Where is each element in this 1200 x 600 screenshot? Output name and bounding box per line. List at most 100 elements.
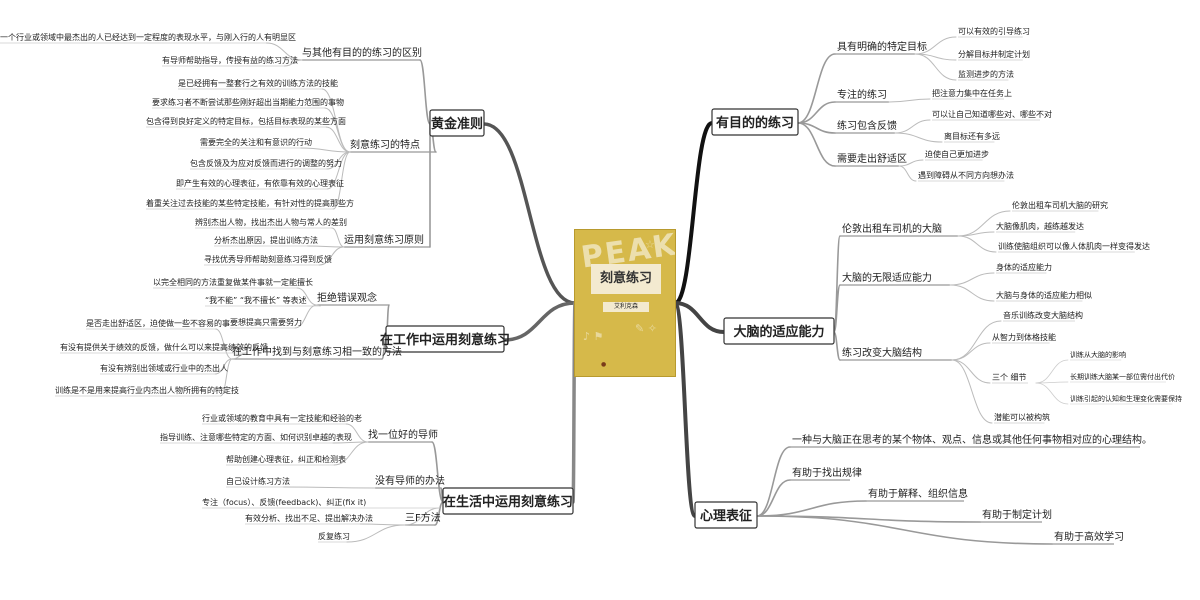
cover-title: 刻意练习 bbox=[591, 264, 661, 294]
topic-label[interactable]: 专注的练习 bbox=[837, 88, 887, 101]
detail-label[interactable]: 音乐训练改变大脑结构 bbox=[1003, 310, 1083, 320]
detail-label[interactable]: 可以让自己知道哪些对、哪些不对 bbox=[932, 109, 1052, 119]
detail-label[interactable]: 训练是不是用来提高行业内杰出人物所拥有的特定技 bbox=[55, 385, 239, 395]
topic-label[interactable]: 有助于高效学习 bbox=[1054, 530, 1124, 543]
topic-label[interactable]: 需要走出舒适区 bbox=[837, 152, 907, 165]
connector-line bbox=[673, 121, 714, 305]
detail-label[interactable]: 大脑像肌肉，越练越发达 bbox=[996, 221, 1084, 231]
branch-b1-label[interactable]: 有目的的练习 bbox=[716, 115, 794, 131]
detail-label[interactable]: 潜能可以被构筑 bbox=[994, 412, 1050, 422]
branch-b5-label[interactable]: 在工作中运用刻意练习 bbox=[380, 332, 510, 348]
branch-box[interactable] bbox=[711, 108, 799, 136]
connector-line bbox=[951, 359, 993, 424]
connector-line bbox=[307, 245, 345, 248]
detail-label[interactable]: 迫使自己更加进步 bbox=[925, 149, 989, 159]
detail-label[interactable]: 辨别杰出人物，找出杰出人物与常人的差别 bbox=[195, 217, 347, 227]
topic-label[interactable]: 找一位好的导师 bbox=[368, 428, 438, 441]
detail-label[interactable]: 包含得到良好定义的特定目标，包括目标表现的某些方面 bbox=[146, 116, 346, 126]
detail-label[interactable]: 要想提高只需要努力 bbox=[230, 317, 302, 327]
topic-label[interactable]: 一种与大脑正在思考的某个物体、观点、信息或其他任何事物相对应的心理结构。 bbox=[792, 433, 1152, 446]
detail-label[interactable]: 把注意力集中在任务上 bbox=[932, 88, 1012, 98]
detail-label[interactable]: 分解目标并制定计划 bbox=[958, 49, 1030, 59]
connector-line bbox=[894, 119, 931, 134]
branch-box[interactable] bbox=[429, 109, 485, 137]
connector-line bbox=[300, 147, 351, 153]
connector-line bbox=[332, 151, 351, 210]
branch-b2-label[interactable]: 大脑的适应能力 bbox=[733, 324, 824, 340]
detail-label[interactable]: 训练使脑组织可以像人体肌肉一样变得发达 bbox=[998, 241, 1150, 251]
connector-line bbox=[797, 53, 836, 124]
detail-label[interactable]: 包含反馈及为应对反馈而进行的调整的努力 bbox=[190, 158, 342, 168]
connector-line bbox=[502, 301, 577, 342]
topic-label[interactable]: 有助于制定计划 bbox=[982, 508, 1052, 521]
connector-line bbox=[325, 126, 351, 153]
detail-label[interactable]: 三个 细节 bbox=[992, 372, 1027, 382]
connector-line bbox=[756, 479, 791, 517]
detail-sublabel[interactable]: 长期训练大脑某一部位需付出代价 bbox=[1070, 372, 1175, 381]
detail-label[interactable]: 有没有提供关于绩效的反馈，做什么可以来提高绩效的反馈 bbox=[60, 342, 268, 352]
detail-sublabel[interactable]: 训练引起的认知和生理变化需要保持 bbox=[1070, 394, 1182, 403]
book-cover: PEAK ✎ ✧ ♪ ⚑ ☆ 刻意练习 艾利克森 ● bbox=[574, 229, 676, 377]
branch-box[interactable] bbox=[694, 501, 758, 529]
detail-label[interactable]: 遇到障碍从不同方向想办法 bbox=[918, 170, 1014, 180]
connector-line bbox=[324, 107, 351, 153]
topic-label[interactable]: 刻意练习的特点 bbox=[350, 138, 420, 151]
cover-doodle-icon: ☆ bbox=[645, 238, 655, 251]
detail-label[interactable]: 行业或领域的教育中具有一定技能和经验的老 bbox=[202, 413, 362, 423]
topic-label[interactable]: 在工作中找到与刻意练习相一致的方法 bbox=[232, 345, 402, 358]
topic-label[interactable]: 运用刻意练习原则 bbox=[344, 233, 424, 246]
detail-label[interactable]: 着重关注过去技能的某些特定技能，有针对性的提高那些方 bbox=[146, 198, 354, 208]
detail-label[interactable]: 有导师帮助指导，传授有益的练习方法 bbox=[162, 55, 298, 65]
detail-label[interactable]: 指导训练、注意哪些特定的方面、如何识别卓越的表现 bbox=[160, 432, 352, 442]
detail-label[interactable]: 寻找优秀导师帮助刻意练习得到反馈 bbox=[204, 254, 332, 264]
detail-label[interactable]: 以完全相同的方法重复做某件事就一定能擅长 bbox=[153, 277, 313, 287]
branch-b3-label[interactable]: 心理表征 bbox=[700, 508, 752, 524]
detail-label[interactable]: 自己设计练习方法 bbox=[226, 476, 290, 486]
topic-label[interactable]: 没有导师的办法 bbox=[375, 474, 445, 487]
connector-line bbox=[345, 423, 369, 443]
branch-b4-label[interactable]: 黄金准则 bbox=[431, 116, 483, 132]
detail-label[interactable]: 有效分析、找出不足、提出解决办法 bbox=[245, 513, 373, 523]
detail-label[interactable]: 一个行业或领域中最杰出的人已经达到一定程度的表现水平，与刚入行的人有明显区 bbox=[0, 32, 296, 42]
branch-b6-label[interactable]: 在生活中运用刻意练习 bbox=[443, 494, 573, 510]
detail-label[interactable]: 从智力到体格技能 bbox=[992, 332, 1056, 342]
branch-box[interactable] bbox=[442, 487, 574, 515]
topic-label[interactable]: 拒绝错误观念 bbox=[317, 291, 377, 304]
detail-label[interactable]: 要求练习者不断尝试那些刚好超出当期能力范围的事物 bbox=[152, 97, 344, 107]
branch-box[interactable] bbox=[723, 317, 835, 345]
detail-label[interactable]: 离目标还有多远 bbox=[944, 131, 1000, 141]
topic-label[interactable]: 有助于解释、组织信息 bbox=[868, 487, 968, 500]
detail-label[interactable]: “我不能” “我不擅长” 等表述 bbox=[205, 295, 307, 305]
detail-label[interactable]: 分析杰出原因，提出训练方法 bbox=[214, 235, 318, 245]
topic-label[interactable]: 与其他有目的的练习的区别 bbox=[302, 46, 422, 59]
cover-doodle-icon: ♪ ⚑ bbox=[583, 330, 604, 343]
detail-label[interactable]: 大脑与身体的适应能力相似 bbox=[996, 290, 1092, 300]
detail-label[interactable]: 即产生有效的心理表征，有依靠有效的心理表征 bbox=[176, 178, 344, 188]
detail-label[interactable]: 伦敦出租车司机大脑的研究 bbox=[1012, 200, 1108, 210]
connector-line bbox=[797, 122, 836, 167]
connector-line bbox=[214, 358, 233, 375]
detail-label[interactable]: 帮助创建心理表征，纠正和检测表 bbox=[226, 454, 346, 464]
topic-label[interactable]: 练习包含反馈 bbox=[837, 119, 897, 132]
detail-label[interactable]: 身体的适应能力 bbox=[996, 262, 1052, 272]
detail-label[interactable]: 可以有效的引导练习 bbox=[958, 26, 1030, 36]
cover-publisher-mark: ● bbox=[601, 361, 607, 368]
detail-label[interactable]: 有没有辨别出领域或行业中的杰出人 bbox=[100, 363, 228, 373]
topic-label[interactable]: 有助于找出规律 bbox=[792, 466, 862, 479]
detail-label[interactable]: 是已经拥有一整套行之有效的训练方法的技能 bbox=[178, 78, 338, 88]
topic-label[interactable]: 伦敦出租车司机的大脑 bbox=[842, 222, 942, 235]
detail-label[interactable]: 需要完全的关注和有意识的行动 bbox=[200, 137, 312, 147]
topic-label[interactable]: 大脑的无限适应能力 bbox=[842, 271, 932, 284]
detail-sublabel[interactable]: 训练从大脑的影响 bbox=[1070, 350, 1126, 359]
detail-label[interactable]: 是否走出舒适区，迫使做一些不容易的事 bbox=[86, 318, 230, 328]
detail-label[interactable]: 监测进步的方法 bbox=[958, 69, 1014, 79]
topic-label[interactable]: 练习改变大脑结构 bbox=[842, 346, 922, 359]
branch-box[interactable] bbox=[385, 325, 505, 353]
topic-label[interactable]: 具有明确的特定目标 bbox=[837, 40, 927, 53]
connector-line bbox=[951, 359, 991, 384]
topic-label[interactable]: 三F方法 bbox=[405, 511, 441, 524]
detail-label[interactable]: 反复练习 bbox=[318, 531, 350, 541]
detail-label[interactable]: 专注（focus）、反馈(feedback)、纠正(fix it) bbox=[202, 497, 366, 507]
connector-line bbox=[673, 301, 697, 518]
